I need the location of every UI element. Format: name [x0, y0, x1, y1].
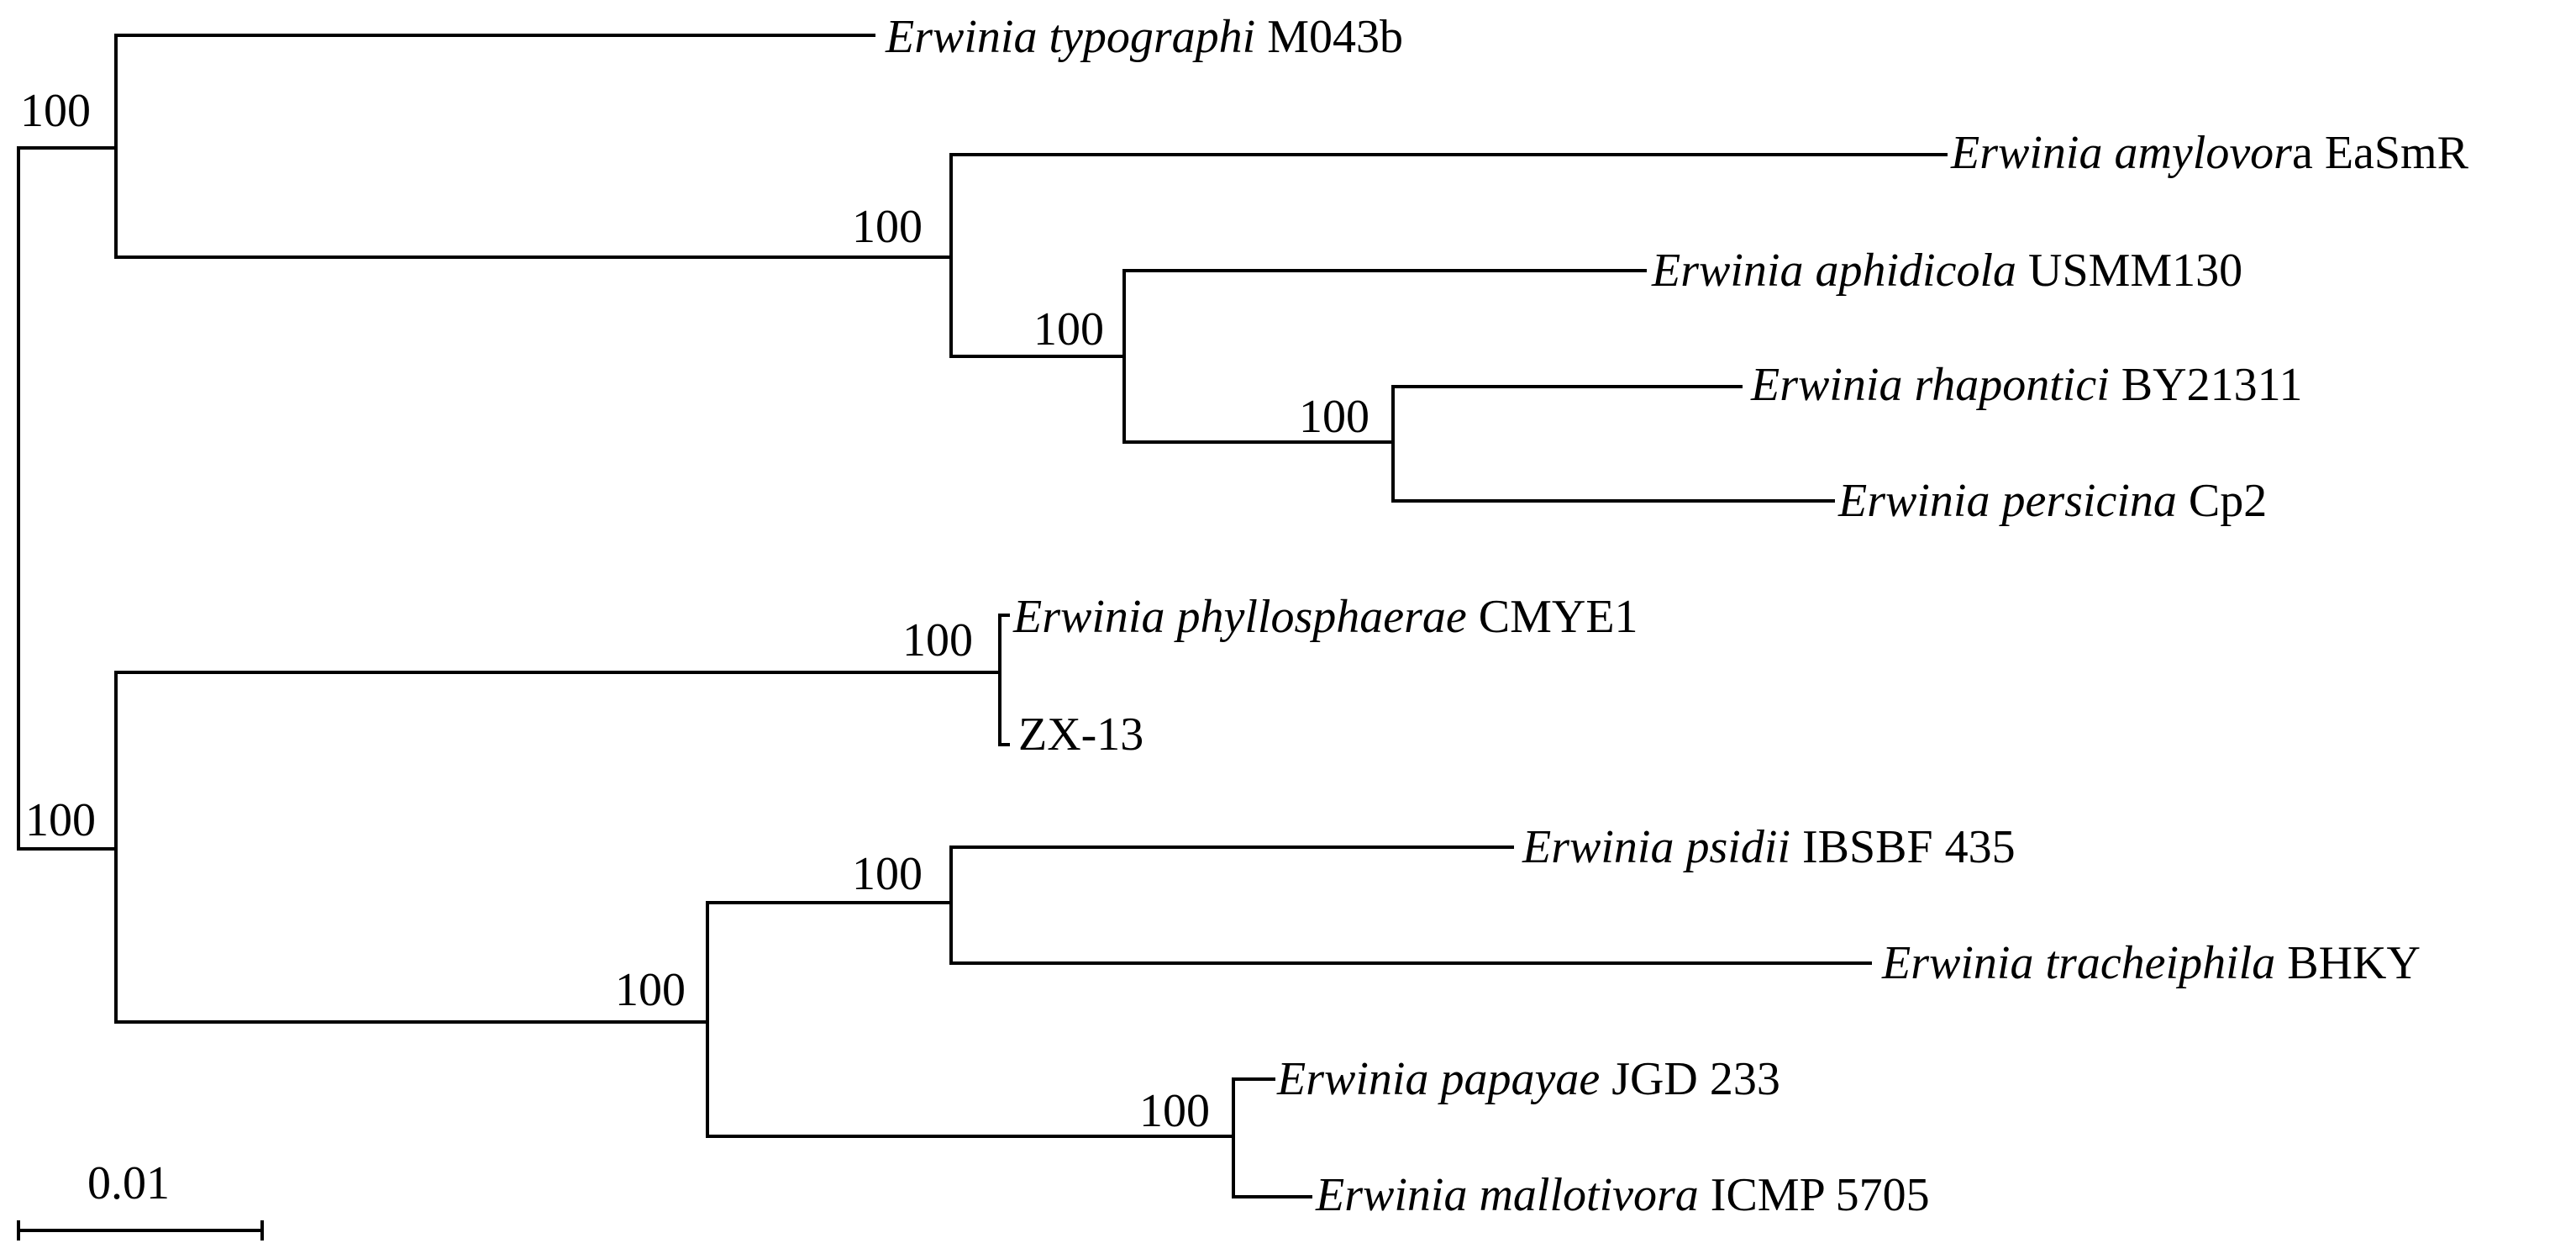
taxon-label-amylovora: Erwinia amylovora EaSmR [1950, 127, 2469, 179]
taxon-label-tracheiphila: Erwinia tracheiphila BHKY [1881, 937, 2421, 989]
taxon-label-rhapontici: Erwinia rhapontici BY21311 [1750, 359, 2303, 411]
bootstrap-phyllosphaerae-zx13: 100 [902, 614, 973, 666]
taxon-label-zx13: ZX-13 [1018, 709, 1143, 761]
bootstrap-aphidicola-group: 100 [1033, 303, 1104, 356]
taxon-label-typographi: Erwinia typographi M043b [885, 11, 1403, 63]
bootstrap-psidii-tracheiphila: 100 [852, 848, 923, 900]
taxon-label-phyllosphaerae: Erwinia phyllosphaerae CMYE1 [1012, 591, 1638, 643]
scale-bar-label: 0.01 [87, 1157, 170, 1209]
bootstrap-amylovora-group: 100 [852, 201, 923, 253]
bootstrap-root-lower: 100 [25, 794, 96, 846]
bootstrap-papayae-mallotivora: 100 [1139, 1085, 1210, 1137]
scale-bar-line [17, 1220, 264, 1241]
bootstrap-rhapontici-persicina: 100 [1299, 391, 1369, 443]
bootstrap-psidii-group: 100 [615, 964, 686, 1016]
taxon-label-psidii: Erwinia psidii IBSBF 435 [1522, 821, 2016, 873]
scale-bar: 0.01 [17, 1157, 264, 1241]
bootstrap-root-upper: 100 [20, 85, 91, 137]
taxon-label-papayae: Erwinia papayae JGD 233 [1276, 1053, 1780, 1105]
taxon-label-persicina: Erwinia persicina Cp2 [1837, 475, 2267, 527]
taxon-label-aphidicola: Erwinia aphidicola USMM130 [1651, 245, 2242, 297]
taxon-label-mallotivora: Erwinia mallotivora ICMP 5705 [1315, 1169, 1930, 1221]
